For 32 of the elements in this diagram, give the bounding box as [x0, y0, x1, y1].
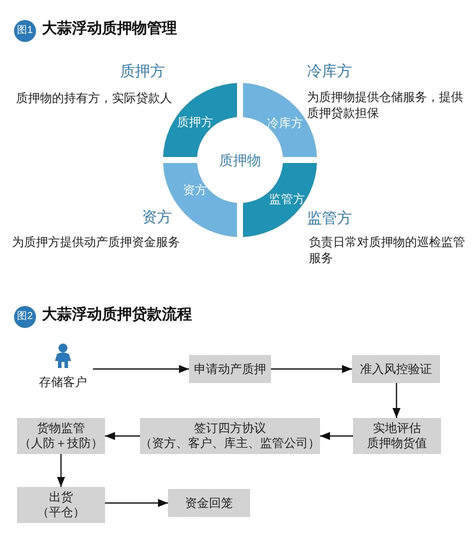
role-description: 为质押方提供动产质押资金服务 — [12, 234, 181, 250]
role-description: 为质押物提供仓储服务，提供质押贷款担保 — [307, 89, 464, 121]
role-heading: 冷库方 — [307, 64, 353, 80]
process-box: 准入风控验证 — [352, 355, 440, 383]
figure-title: 大蒜浮动质押物管理 — [42, 21, 178, 37]
segment-label: 监管方 — [269, 193, 305, 205]
role-heading: 监管方 — [307, 211, 353, 227]
segment-label: 资方 — [183, 184, 207, 196]
figure-badge: 图1 — [14, 20, 36, 42]
process-box: 实地评估 质押物货值 — [353, 418, 441, 454]
process-box: 签订四方协议 （资方、客户、库主、监管公司） — [140, 418, 320, 454]
arrow — [105, 432, 140, 440]
arrow — [392, 383, 400, 418]
role-description: 质押物的持有方，实际贷款人 — [16, 90, 173, 106]
figure-badge: 图2 — [14, 306, 36, 328]
process-box: 资金回笼 — [168, 489, 250, 517]
center-label: 质押物 — [219, 153, 261, 167]
arrow — [93, 365, 189, 373]
figure-title: 大蒜浮动质押贷款流程 — [42, 307, 193, 323]
role-description: 负责日常对质押物的巡检监管服务 — [309, 234, 466, 266]
segment-label: 质押方 — [177, 116, 213, 128]
process-box: 申请动产质押 — [189, 355, 271, 383]
arrow — [105, 499, 168, 507]
role-heading: 资方 — [141, 210, 172, 226]
customer-label: 存储客户 — [39, 374, 87, 391]
arrow — [271, 365, 352, 373]
role-heading: 质押方 — [119, 64, 165, 80]
segment-label: 冷库方 — [267, 117, 303, 129]
process-box: 货物监管 （人防＋技防） — [17, 418, 105, 454]
arrow — [320, 432, 353, 440]
arrow — [57, 454, 65, 487]
process-box: 出货 （平仓） — [17, 487, 105, 523]
